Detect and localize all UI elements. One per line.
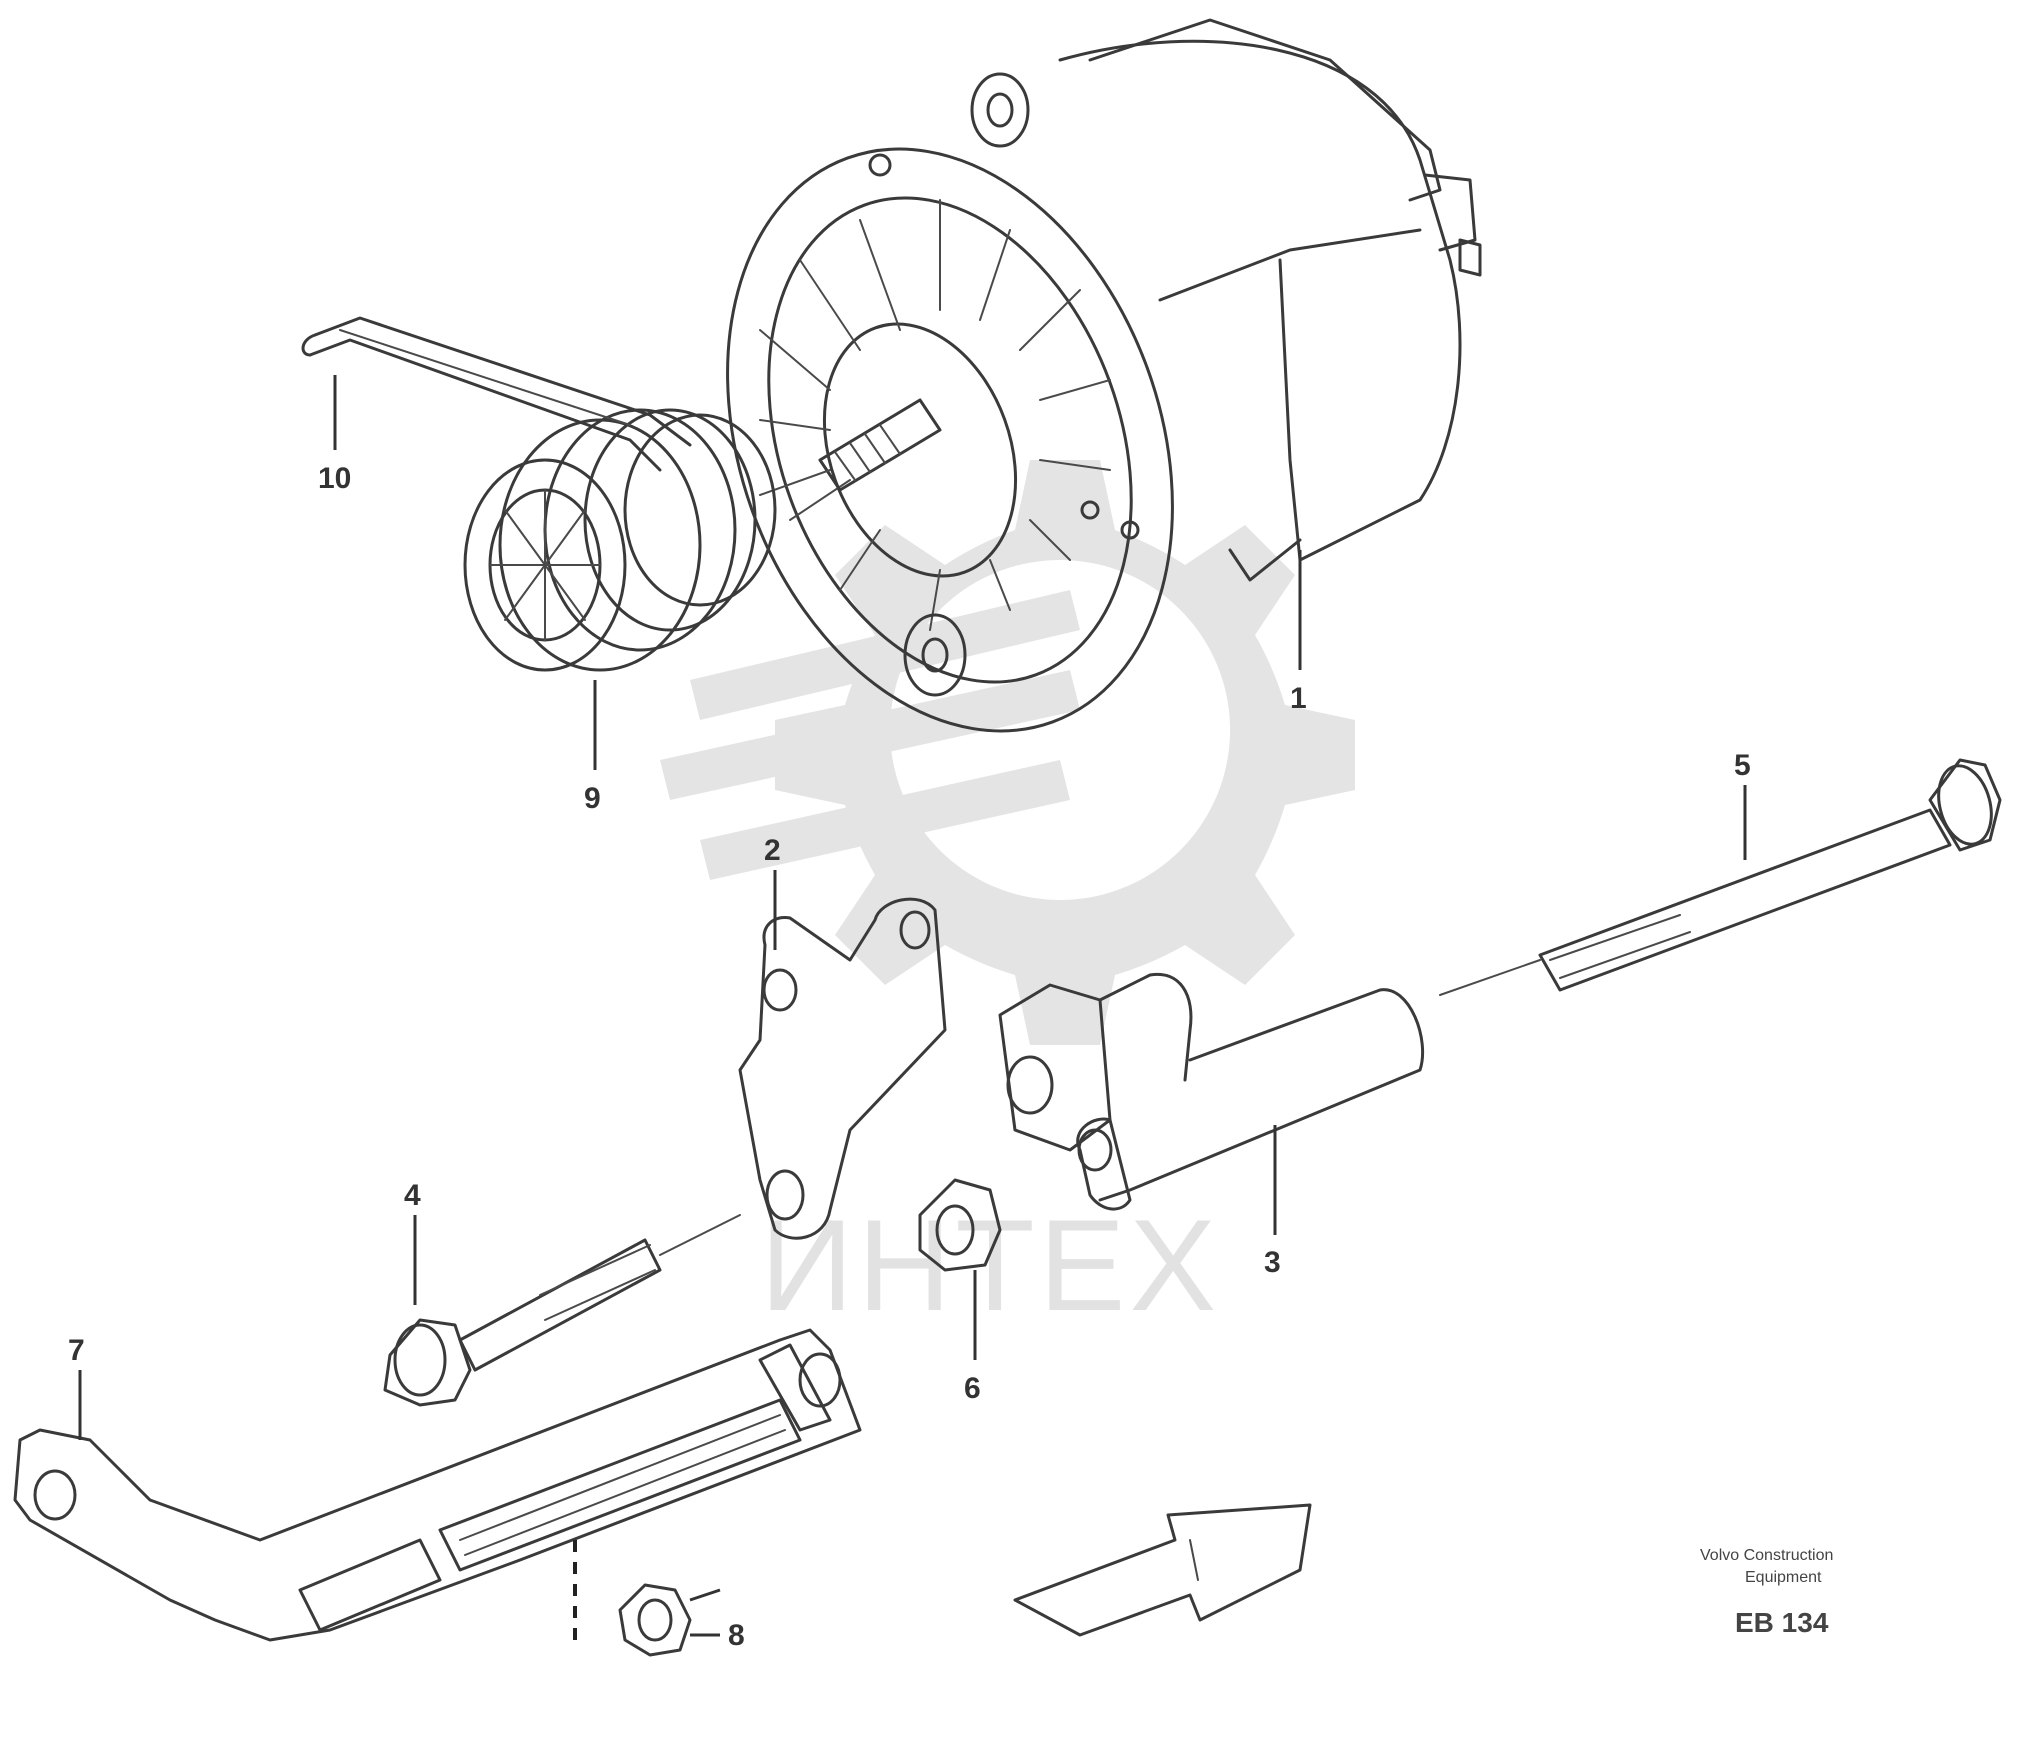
- watermark-gear-icon: [775, 460, 1355, 1045]
- bracket: [738, 897, 947, 1240]
- pulley: [463, 408, 777, 672]
- watermark-arrows-icon: [660, 590, 1080, 880]
- label-8: 8: [728, 1619, 745, 1652]
- label-9: 9: [584, 782, 601, 815]
- alternator: [726, 18, 1482, 733]
- caption-code: EB 134: [1735, 1607, 1829, 1638]
- caption-line-1: Volvo Construction: [1700, 1547, 1833, 1564]
- leader-lines: [78, 375, 1747, 1650]
- watermark: ИНТЕХ: [660, 460, 1355, 1338]
- v-belt: [301, 316, 692, 472]
- label-1: 1: [1290, 682, 1307, 715]
- drawing-caption: Volvo Construction Equipment EB 134: [1700, 1547, 1833, 1638]
- label-7: 7: [68, 1334, 85, 1367]
- tensioner-sleeve: [998, 972, 1425, 1211]
- caption-line-2: Equipment: [1745, 1569, 1822, 1586]
- watermark-text: ИНТЕХ: [760, 1192, 1220, 1338]
- label-6: 6: [964, 1372, 981, 1405]
- label-10: 10: [318, 462, 351, 495]
- nut-upper: [918, 1178, 1002, 1272]
- long-bolt: [1439, 758, 2002, 996]
- nut-lower: [618, 1583, 692, 1657]
- direction-arrow-icon: [1013, 1503, 1312, 1637]
- adjusting-link: [13, 1328, 862, 1642]
- part-labels: 10 1 9 2 3 4 5 6 7 8: [68, 462, 1751, 1652]
- label-5: 5: [1734, 749, 1751, 782]
- label-3: 3: [1264, 1246, 1281, 1279]
- short-bolt: [383, 1214, 741, 1407]
- label-4: 4: [404, 1179, 421, 1212]
- label-2: 2: [764, 834, 781, 867]
